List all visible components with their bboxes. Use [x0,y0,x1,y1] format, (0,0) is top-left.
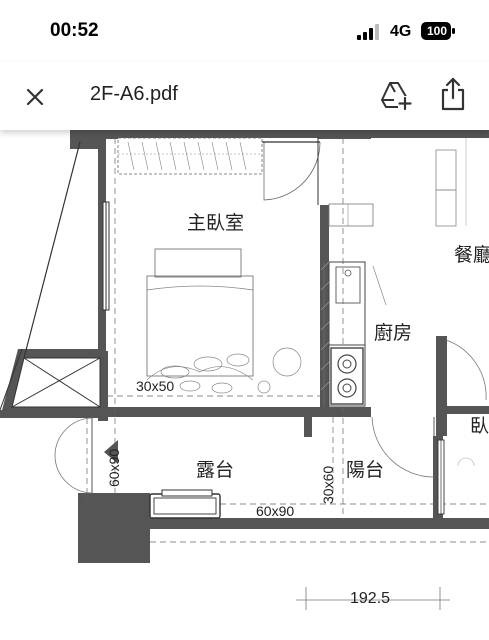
signal-bars-icon [357,24,379,40]
status-time: 00:52 [50,20,99,41]
dimension-label-30x50: 30x50 [136,378,175,394]
document-title: 2F-A6.pdf [90,83,178,105]
add-to-drive-icon[interactable] [378,78,412,112]
share-icon[interactable] [438,76,468,112]
battery-level: 100 [426,24,448,38]
close-icon[interactable] [20,82,50,112]
dimension-label-60x90: 60x90 [256,503,295,519]
battery-icon [421,22,455,40]
status-bar: 00:52 4G 100 [0,0,489,62]
dimension-label-30x60-vertical: 30x60 [320,465,336,504]
dimension-label-192-5: 192.5 [350,590,391,607]
room-label-balcony: 陽台 [346,459,385,481]
room-label-dining: 餐廳 [454,244,489,266]
room-label-terrace: 露台 [196,459,235,481]
room-label-bedroom-partial: 臥 [470,415,489,437]
floor-plan-drawing [0,130,489,610]
room-label-master-bedroom: 主臥室 [187,212,245,234]
room-label-kitchen: 廚房 [374,322,413,344]
dimension-label-60x90-vertical: 60x90 [106,448,122,487]
pdf-page-viewer[interactable]: 主臥室 餐廳 廚房 露台 陽台 臥 30x50 60x90 30x60 60x9… [0,130,489,640]
network-type: 4G [390,23,412,40]
app-header: 2F-A6.pdf [0,62,489,130]
